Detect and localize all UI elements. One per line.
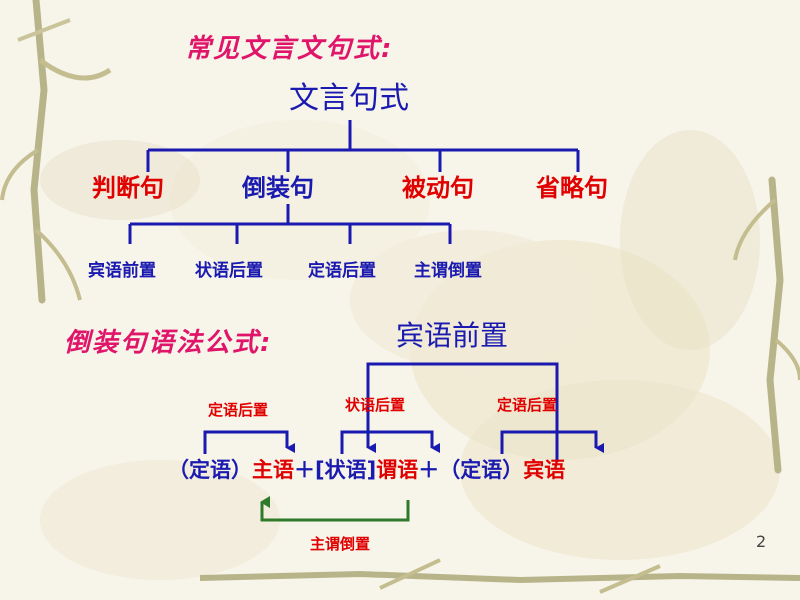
attr-post-arrow-2: [500, 430, 604, 454]
label-attr-post-2: 定语后置: [497, 396, 558, 414]
inversion-type-adverbial-postposition: 状语后置: [195, 261, 263, 281]
flower-shape: [460, 380, 780, 560]
adv-post-arrow: [340, 430, 440, 454]
inversion-type-subject-predicate: 主谓倒置: [414, 261, 482, 281]
formula-adverbial: [状语]: [315, 458, 377, 482]
inversion-type-object-fronting: 宾语前置: [88, 261, 156, 281]
formula-object: 宾语: [523, 458, 566, 482]
category-ellipsis: 省略句: [536, 174, 608, 202]
formula-plus-1: ＋: [294, 458, 315, 482]
label-subj-pred-inv: 主谓倒置: [310, 535, 371, 553]
bamboo-left: [0, 0, 112, 304]
formula-subject: 主语: [252, 458, 294, 482]
attr-post-arrow-1: [203, 430, 295, 454]
flower-shape: [40, 460, 280, 580]
formula-plus-2: ＋: [418, 458, 440, 482]
slide-title: 常见文言文句式:: [185, 34, 394, 64]
category-passive: 被动句: [402, 174, 474, 202]
formula-attr-1: （定语）: [168, 458, 252, 482]
subj-pred-inv-arrow: [260, 496, 410, 522]
flower-shape: [170, 120, 430, 280]
label-attr-post-1: 定语后置: [208, 401, 269, 419]
formula-predicate: 谓语: [376, 458, 419, 482]
inversion-type-attributive-postposition: 定语后置: [308, 261, 376, 281]
formula-attr-2: （定语）: [439, 458, 524, 482]
leaf-shape: [620, 130, 760, 350]
object-fronting-arrow: [366, 362, 559, 462]
category-inversion: 倒装句: [242, 174, 314, 202]
label-adv-post: 状语后置: [345, 396, 406, 414]
formula-line: （定语）主语＋[状语]谓语＋（定语）宾语: [168, 460, 565, 481]
formula-heading: 倒装句语法公式:: [64, 328, 273, 358]
category-judgment: 判断句: [92, 174, 164, 202]
tree-root: 文言句式: [289, 81, 409, 116]
formula-top-label: 宾语前置: [396, 319, 509, 352]
page-number: 2: [756, 532, 767, 551]
flower-shape: [350, 230, 590, 370]
leaf-shape: [40, 140, 200, 220]
bamboo-bottom: [199, 558, 800, 594]
